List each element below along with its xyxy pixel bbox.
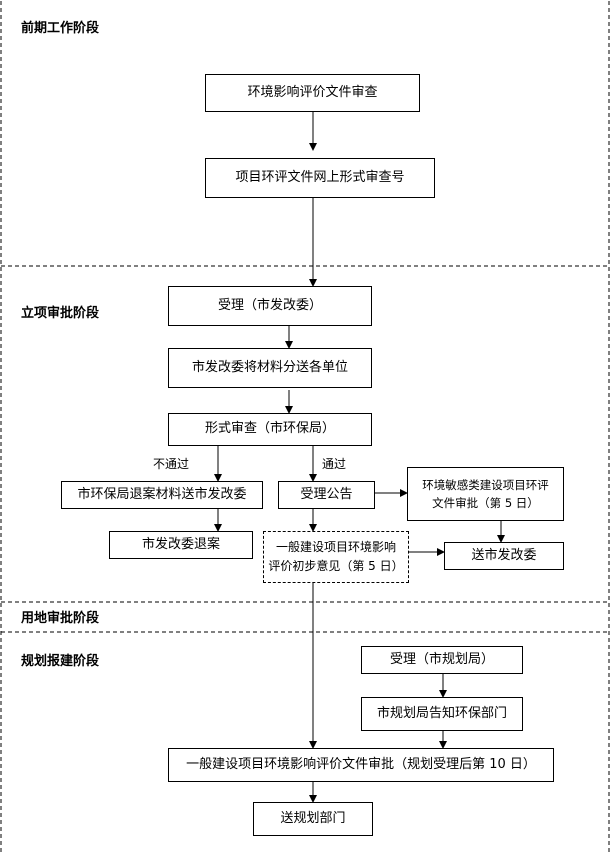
- node-sensitive-eia-approval: 环境敏感类建设项目环评 文件审批（第 5 日）: [407, 467, 564, 521]
- node-online-form-check: 项目环评文件网上形式审查号: [205, 158, 435, 198]
- node-accept-planning: 受理（市规划局）: [361, 646, 523, 674]
- stage-label-land-use: 用地审批阶段: [21, 611, 100, 626]
- node-formal-review-epb: 形式审查（市环保局）: [168, 413, 372, 446]
- stage-label-planning: 规划报建阶段: [21, 654, 100, 669]
- node-send-ndrc: 送市发改委: [444, 542, 564, 570]
- node-send-planning-dept: 送规划部门: [253, 802, 373, 836]
- node-ndrc-return: 市发改委退案: [109, 531, 253, 559]
- edge-label-fail: 不通过: [153, 457, 190, 471]
- node-general-eia-opinion: 一般建设项目环境影响 评价初步意见（第 5 日）: [263, 531, 409, 583]
- node-eia-review: 环境影响评价文件审查: [205, 74, 420, 112]
- node-distribute-materials: 市发改委将材料分送各单位: [168, 348, 372, 388]
- node-return-to-ndrc: 市环保局退案材料送市发改委: [61, 481, 263, 509]
- stage-label-approval: 立项审批阶段: [21, 306, 100, 321]
- edge-label-pass: 通过: [322, 457, 347, 471]
- node-accept-ndrc: 受理（市发改委）: [168, 286, 372, 326]
- node-general-eia-approval: 一般建设项目环境影响评价文件审批（规划受理后第 10 日）: [168, 748, 554, 782]
- stage-label-preliminary: 前期工作阶段: [21, 21, 100, 36]
- node-notify-epb: 市规划局告知环保部门: [361, 697, 523, 731]
- node-accept-notice: 受理公告: [278, 481, 375, 509]
